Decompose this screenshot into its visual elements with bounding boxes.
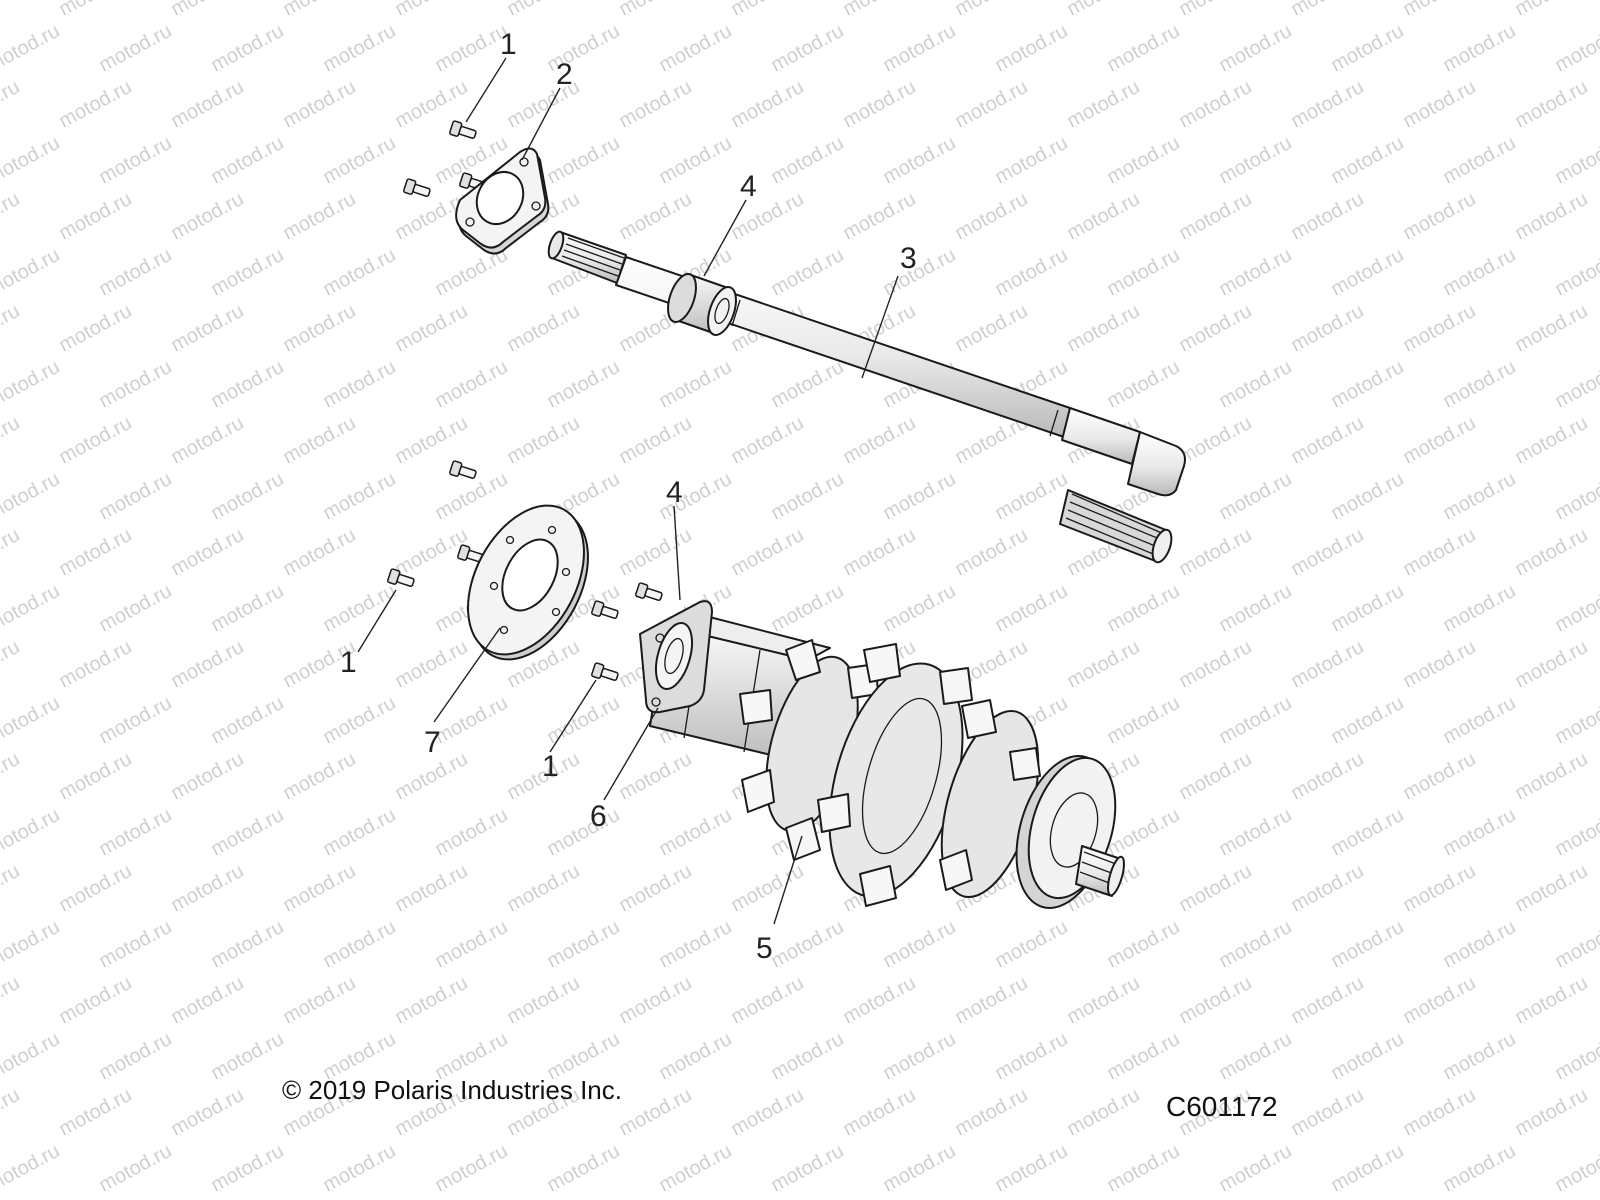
callout-6: 6 [590, 800, 607, 833]
diagram-code: C601172 [1166, 1091, 1278, 1122]
drive-shaft [547, 230, 1186, 564]
callout-1-top: 1 [500, 28, 517, 61]
bolt-top-2 [402, 177, 433, 201]
callout-5: 5 [756, 932, 773, 965]
watermark-text: motod.ru [0, 1196, 23, 1200]
callout-4-lower: 4 [666, 476, 683, 509]
callout-4-top: 4 [740, 170, 757, 203]
leader-lines [357, 57, 899, 925]
flange-plate-top [455, 147, 550, 255]
bolt-lower-1 [448, 459, 479, 483]
bearing-top [667, 273, 737, 336]
sprocket-center [817, 643, 973, 907]
bolt-lower-5 [590, 599, 621, 623]
flange-bearing-lower [639, 600, 713, 714]
round-plate [467, 504, 589, 661]
bolt-lower-4 [634, 581, 665, 605]
callout-1-mid: 1 [542, 750, 559, 783]
callout-7: 7 [424, 726, 441, 759]
callout-3: 3 [900, 242, 917, 275]
bolt-lower-3 [386, 567, 417, 591]
bolt-top-1 [448, 119, 479, 143]
copyright-notice: © 2019 Polaris Industries Inc. [282, 1075, 622, 1105]
callout-1-left: 1 [340, 646, 357, 679]
callout-2: 2 [556, 58, 573, 91]
callout-labels: 1 2 4 3 4 1 7 1 6 5 [340, 28, 917, 965]
drive-shaft-sprocket-assembly [649, 611, 1125, 909]
